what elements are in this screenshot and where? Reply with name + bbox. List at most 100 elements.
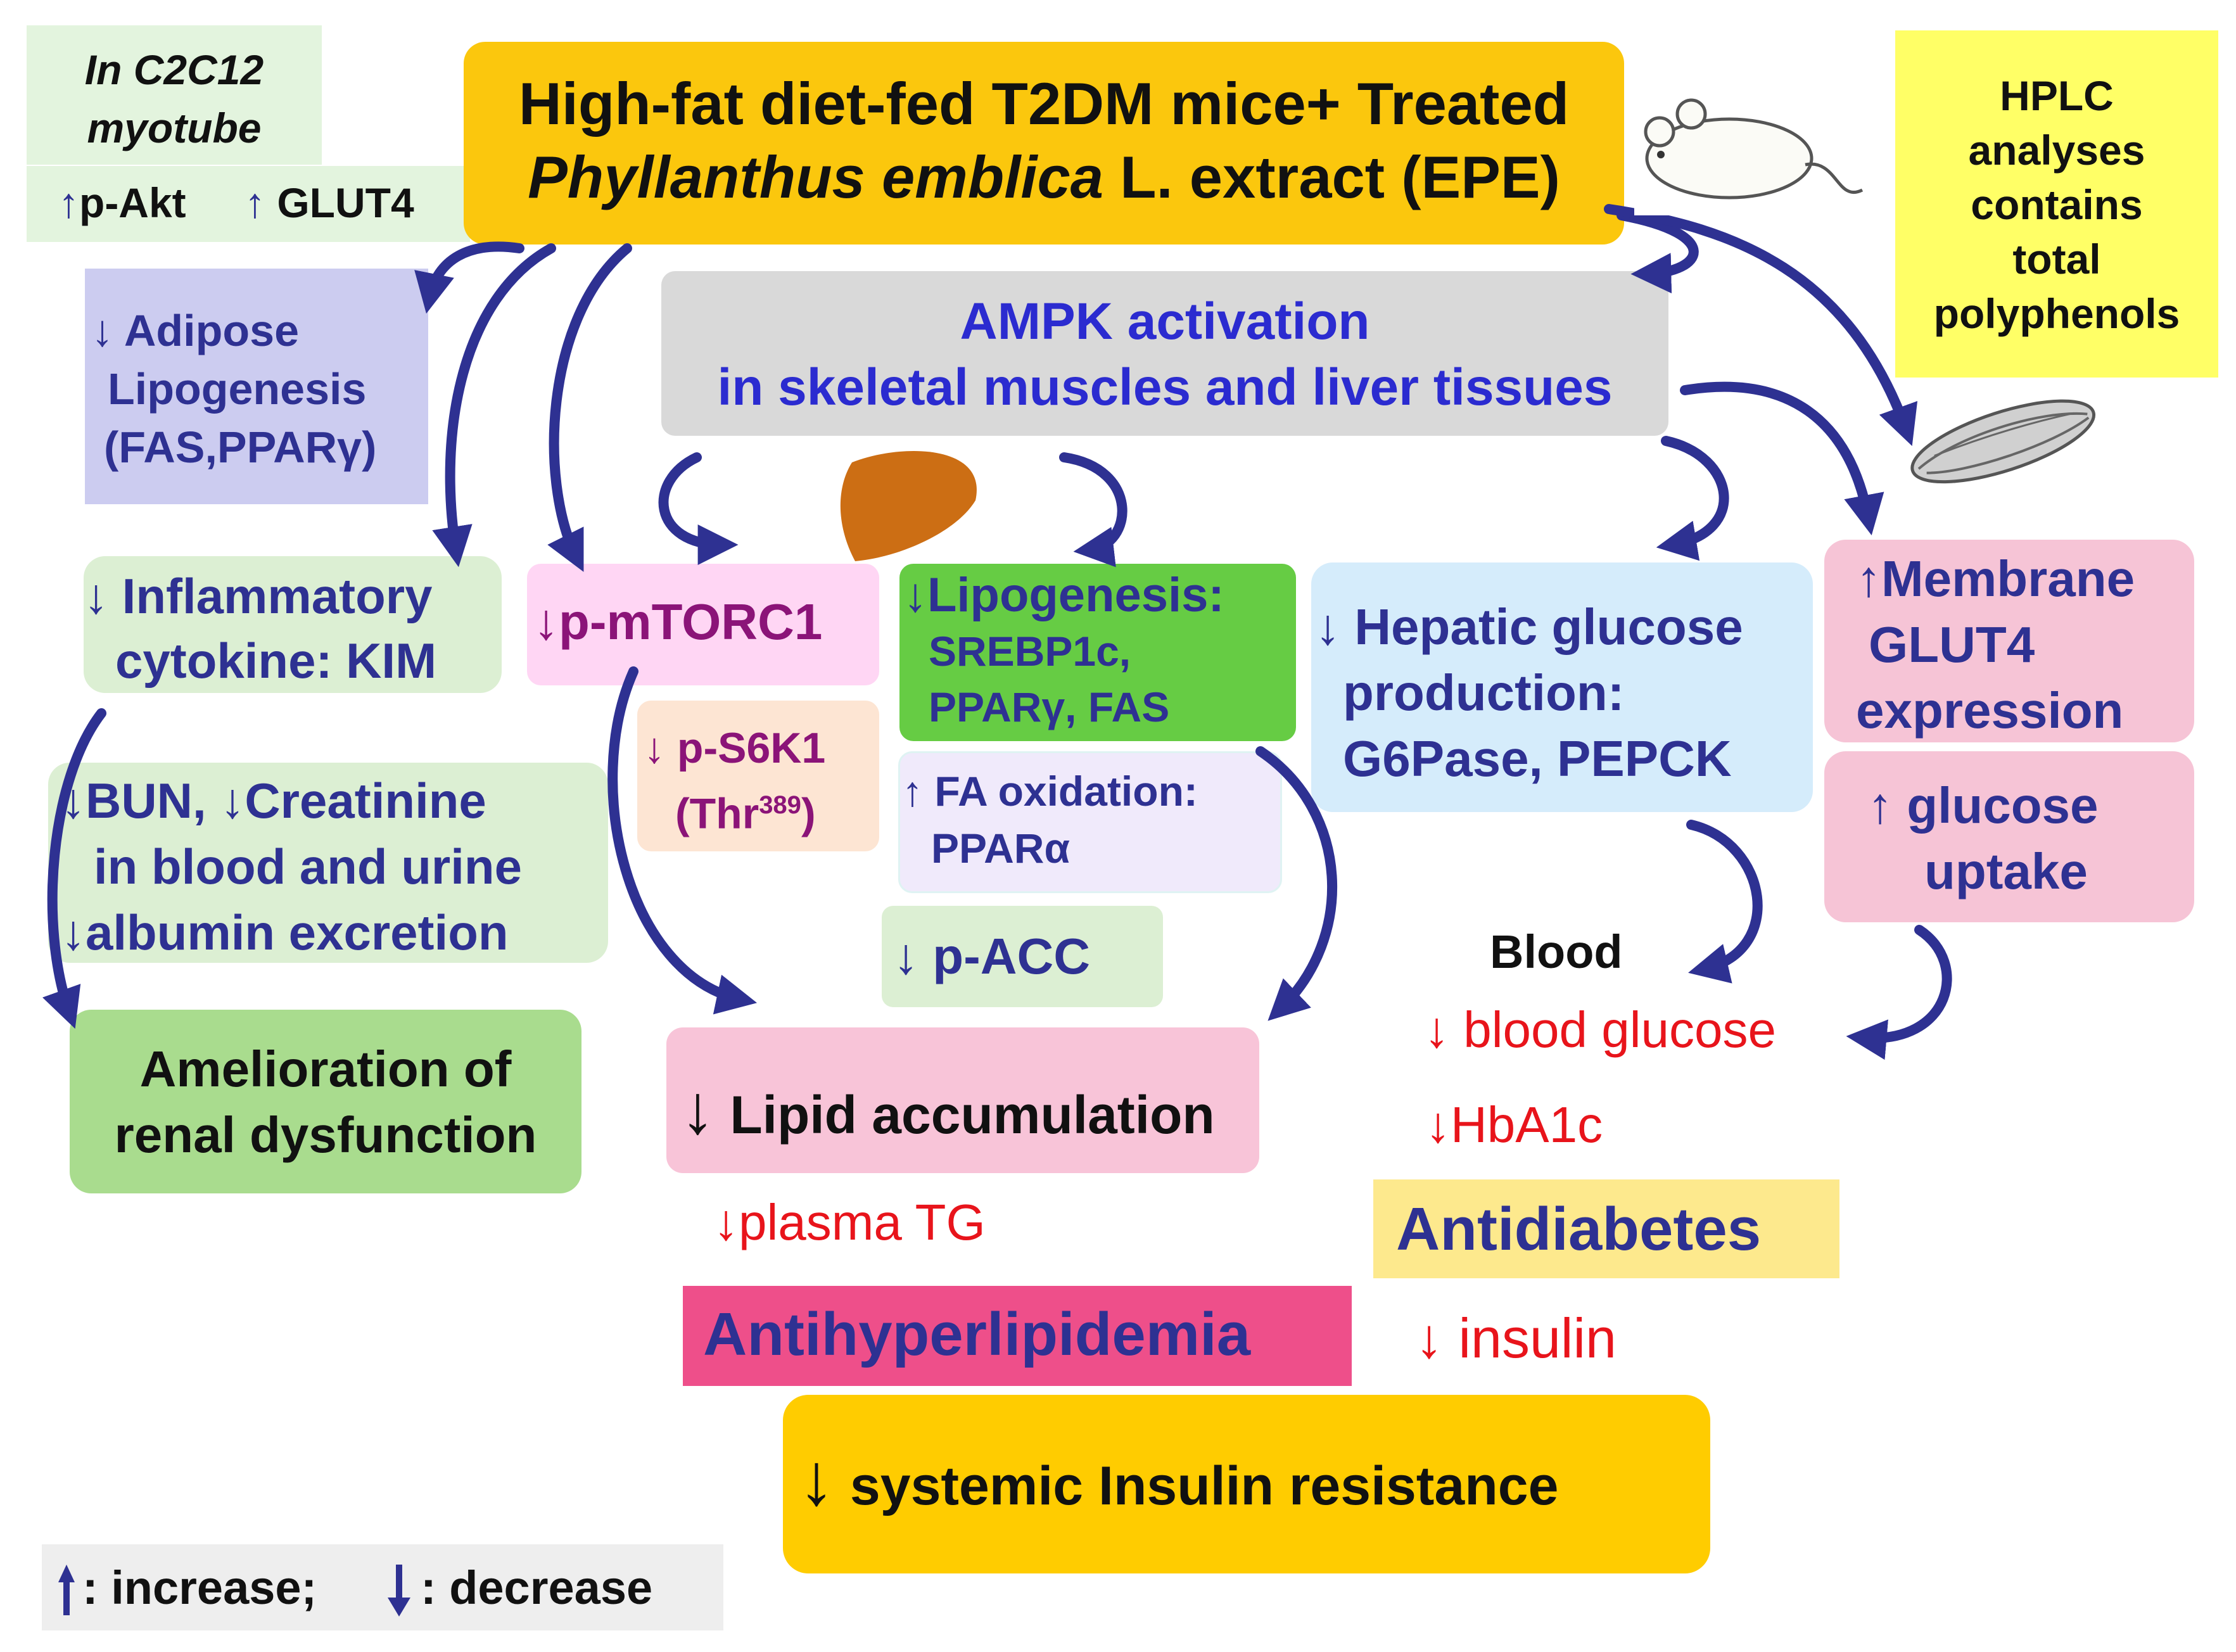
antidiabetes-box <box>1373 1179 1839 1278</box>
lipid-accumulation-label: Lipid accumulation <box>730 1085 1215 1145</box>
lipogenesis-label: Lipogenesis: <box>927 568 1224 622</box>
top-treatment-box <box>464 42 1624 245</box>
blood-heading: Blood <box>1490 925 1623 979</box>
arrow-top-to-mtorc1 <box>547 243 632 572</box>
down-arrow-icon: ↓ <box>893 928 918 984</box>
albumin-label: albumin excretion <box>86 905 509 960</box>
hepatic-box <box>1311 562 1813 812</box>
fa-oxidation-box <box>898 751 1282 893</box>
hepatic-text: ↓ Hepatic glucose production: G6Pase, PE… <box>1315 594 1743 792</box>
uptake-box <box>1824 751 2194 922</box>
inflammatory-box <box>84 556 502 693</box>
renal-outcome-line1: Amelioration of <box>139 1041 512 1097</box>
ampk-line1: AMPK activation <box>960 293 1370 350</box>
legend-increase-label: : increase; <box>82 1561 317 1614</box>
renal-markers-line3: ↓albumin excretion <box>61 899 522 965</box>
hplc-line2: analyses <box>1968 127 2145 174</box>
in-vitro-title: In C2C12 myotube <box>27 41 322 157</box>
fa-oxidation-line2: PPARα <box>931 825 1070 872</box>
arrow-ampk-to-mtorc1 <box>658 452 739 565</box>
arrow-ampk-to-membrane <box>1680 381 1884 536</box>
mtorc1-box <box>527 564 879 685</box>
insulin-label: insulin <box>1458 1307 1617 1369</box>
legend-decrease-label: : decrease <box>421 1561 653 1614</box>
in-vitro-title-line2: myotube <box>87 105 262 151</box>
up-arrow-icon: ↑ <box>1856 550 1881 607</box>
down-arrow-icon: ↓ <box>1425 1096 1451 1153</box>
lipogenesis-text: ↓Lipogenesis: SREBP1c, PPARγ, FAS <box>903 568 1224 735</box>
blood-glucose-label: blood glucose <box>1463 1001 1776 1058</box>
pacc-text: ↓ p-ACC <box>893 927 1090 986</box>
hplc-text: HPLC analyses contains total polyphenols <box>1895 68 2218 341</box>
top-treatment-text: High-fat diet-fed T2DM mice+ Treated Phy… <box>464 67 1624 214</box>
inflammatory-line1: ↓ Inflammatory <box>84 564 436 628</box>
fa-oxidation-label: FA oxidation: <box>934 768 1198 815</box>
adipose-line2: Lipogenesis <box>108 364 367 414</box>
glut4-label: GLUT4 <box>277 179 414 226</box>
legend-decrease: : decrease <box>421 1561 652 1615</box>
legend-up-arrow-icon <box>58 1565 75 1615</box>
hba1c-label: HbA1c <box>1451 1096 1603 1153</box>
down-arrow-icon: ↓ <box>1424 1001 1449 1058</box>
hepatic-line3: G6Pase, PEPCK <box>1343 730 1732 787</box>
systemic-box <box>783 1395 1710 1573</box>
down-arrow-icon: ↓ <box>713 1194 739 1250</box>
arrow-hepatic-to-blood <box>1686 820 1763 984</box>
antihyperlipidemia-label: Antihyperlipidemia <box>703 1300 1251 1368</box>
renal-markers-text: ↓BUN, ↓Creatinine in blood and urine ↓al… <box>61 768 522 965</box>
thr-label: (Thr <box>675 789 759 838</box>
plant-species-name: Phyllanthus emblica <box>528 144 1104 210</box>
membrane-label: Membrane <box>1881 550 2135 607</box>
renal-outcome-box <box>70 1010 581 1193</box>
lipid-accumulation-box <box>666 1027 1259 1173</box>
insulin-text: ↓ insulin <box>1415 1306 1617 1371</box>
up-arrow-icon: ↑ <box>902 768 923 815</box>
antihyperlipidemia-text: Antihyperlipidemia <box>703 1300 1250 1369</box>
pacc-box <box>882 906 1163 1007</box>
in-vitro-glut4: ↑ GLUT4 <box>245 179 414 227</box>
down-arrow-icon: ↓ <box>61 773 86 829</box>
membrane-line1: ↑Membrane <box>1856 546 2135 612</box>
in-vitro-markers-box <box>27 166 470 242</box>
antidiabetes-label: Antidiabetes <box>1396 1195 1762 1263</box>
pakt-label: p-Akt <box>79 179 186 226</box>
arrow-uptake-to-glucose <box>1846 925 1952 1060</box>
creatinine-label: Creatinine <box>245 773 486 829</box>
membrane-line2: GLUT4 <box>1869 616 2035 673</box>
adipose-line1: ↓ Adipose <box>91 302 376 360</box>
hplc-box <box>1895 30 2218 378</box>
membrane-box <box>1824 540 2194 742</box>
pacc-label: p-ACC <box>932 928 1091 984</box>
adipose-line3: (FAS,PPARγ) <box>104 423 377 472</box>
thr-superscript: 389 <box>759 791 801 819</box>
s6k1-line1: ↓ p-S6K1 <box>644 720 825 777</box>
ampk-box <box>661 271 1668 436</box>
lipid-accumulation-text: ↓ Lipid accumulation <box>680 1069 1215 1150</box>
hepatic-line1: ↓ Hepatic glucose <box>1315 594 1743 660</box>
uptake-text: ↑ glucose uptake <box>1867 773 2099 905</box>
liver-icon <box>840 451 977 561</box>
adipose-text: ↓ Adipose Lipogenesis (FAS,PPARγ) <box>91 302 376 476</box>
arrow-top-to-muscle <box>1604 204 1918 447</box>
inflammatory-line2: cytokine: KIM <box>115 633 437 689</box>
arrow-mtorc1-to-lipid <box>607 666 758 1015</box>
up-arrow-icon: ↑ <box>58 179 79 226</box>
legend-down-arrow-icon <box>388 1565 410 1617</box>
renal-markers-line2: in blood and urine <box>94 839 522 894</box>
legend-increase: : increase; <box>82 1561 317 1615</box>
blood-glucose-text: ↓ blood glucose <box>1424 1001 1776 1059</box>
mtorc1-text: ↓p-mTORC1 <box>533 593 822 651</box>
down-arrow-icon: ↓ <box>84 568 108 624</box>
arrow-top-to-adipose <box>414 241 524 314</box>
systemic-text: ↓ systemic Insulin resistance <box>798 1437 1558 1522</box>
ampk-line2: in skeletal muscles and liver tissues <box>717 359 1613 416</box>
hplc-line1: HPLC <box>2000 72 2114 119</box>
lipogenesis-line3: PPARγ, FAS <box>929 683 1170 730</box>
renal-markers-box <box>48 763 608 963</box>
plasma-tg-text: ↓plasma TG <box>713 1193 986 1252</box>
top-treatment-line1: High-fat diet-fed T2DM mice+ Treated <box>518 70 1570 137</box>
up-arrow-icon: ↑ <box>1867 777 1893 834</box>
in-vitro-title-line1: In C2C12 <box>84 46 264 93</box>
inflammatory-label: Inflammatory <box>122 568 433 624</box>
